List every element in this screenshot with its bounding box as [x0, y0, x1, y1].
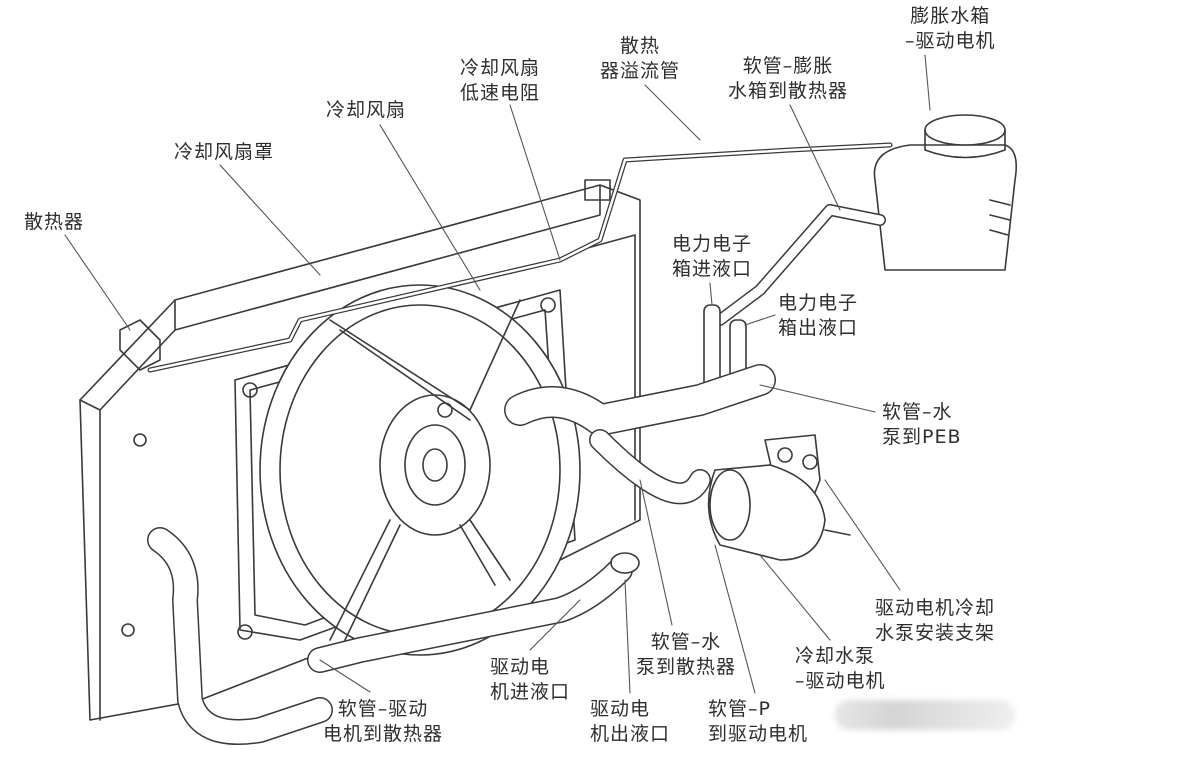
label-line: 软管–驱动	[337, 698, 429, 720]
label-line: –驱动电机	[905, 30, 996, 52]
label-line: 软管–膨胀	[742, 55, 834, 77]
label-line: 冷却风扇罩	[174, 141, 275, 163]
hose-motor-to-radiator-inner	[148, 528, 332, 744]
label-line: 箱出液口	[778, 317, 859, 339]
label-line: 软管–P	[708, 698, 771, 720]
hose-upper-inner	[505, 365, 775, 435]
label-expansion-tank: 膨胀水箱 –驱动电机	[905, 4, 996, 54]
label-line: 机进液口	[490, 681, 571, 703]
label-line: 驱动电	[590, 698, 651, 720]
watermark-blur	[835, 700, 1015, 730]
expansion-tank-art	[873, 114, 1018, 271]
label-coolant-pump: 冷却水泵 –驱动电机	[795, 644, 886, 694]
label-line: 冷却风扇	[460, 57, 541, 79]
label-line: 散热器	[24, 211, 85, 233]
hose-pump-to-radiator-inner	[590, 430, 710, 503]
label-line: 电力电子	[672, 233, 753, 255]
label-line: 冷却风扇	[326, 99, 407, 121]
hose-motor-inlet-inner	[308, 558, 632, 672]
label-line: 驱动电机冷却	[875, 597, 996, 619]
label-cooling-fan: 冷却风扇	[326, 98, 406, 123]
label-motor-outlet: 驱动电机出液口	[590, 697, 670, 747]
label-line: 冷却水泵	[795, 645, 876, 667]
label-line: 箱进液口	[672, 258, 753, 280]
label-hose-tank-to-radiator: 软管–膨胀水箱到散热器	[728, 54, 848, 104]
label-line: 电力电子	[778, 292, 859, 314]
hose-tank-to-radiator-inner	[715, 205, 885, 325]
label-line: 驱动电	[490, 656, 551, 678]
label-line: 器溢流管	[600, 60, 681, 82]
label-pump-bracket: 驱动电机冷却水泵安装支架	[875, 596, 995, 646]
label-peb-outlet: 电力电子箱出液口	[778, 291, 858, 341]
label-hose-pump-to-peb: 软管–水泵到PEB	[882, 400, 962, 450]
label-line: 水泵安装支架	[875, 622, 996, 644]
label-hose-peb-to-motor: 软管–P 到驱动电机	[708, 697, 808, 747]
water-pump-art	[707, 434, 851, 561]
label-radiator: 散热器	[24, 210, 84, 235]
label-hose-pump-to-radiator: 软管–水泵到散热器	[636, 630, 736, 680]
label-line: –驱动电机	[795, 670, 886, 692]
label-line: 到驱动电机	[708, 723, 809, 745]
label-line: 低速电阻	[460, 82, 541, 104]
label-radiator-overflow: 散热器溢流管	[600, 34, 680, 84]
label-peb-inlet: 电力电子箱进液口	[672, 232, 752, 282]
cooling-fan-art	[259, 284, 581, 656]
label-line: 散热	[620, 35, 661, 57]
label-fan-shroud: 冷却风扇罩	[174, 140, 274, 165]
label-line: 泵到散热器	[636, 656, 737, 678]
label-line: 软管–水	[882, 401, 953, 423]
overflow-pipe-inner	[148, 143, 892, 372]
hose-end	[610, 552, 640, 574]
label-motor-inlet: 驱动电机进液口	[490, 655, 570, 705]
label-fan-resistor: 冷却风扇低速电阻	[460, 56, 540, 106]
label-line: 水箱到散热器	[728, 80, 849, 102]
label-line: 机出液口	[590, 723, 671, 745]
label-line: 膨胀水箱	[910, 5, 991, 27]
leader-lines	[64, 54, 931, 694]
label-line: 电机到散热器	[323, 723, 444, 745]
label-line: 软管–水	[650, 631, 722, 653]
label-line: 泵到PEB	[882, 426, 962, 448]
label-hose-motor-to-radiator: 软管–驱动电机到散热器	[323, 697, 443, 747]
